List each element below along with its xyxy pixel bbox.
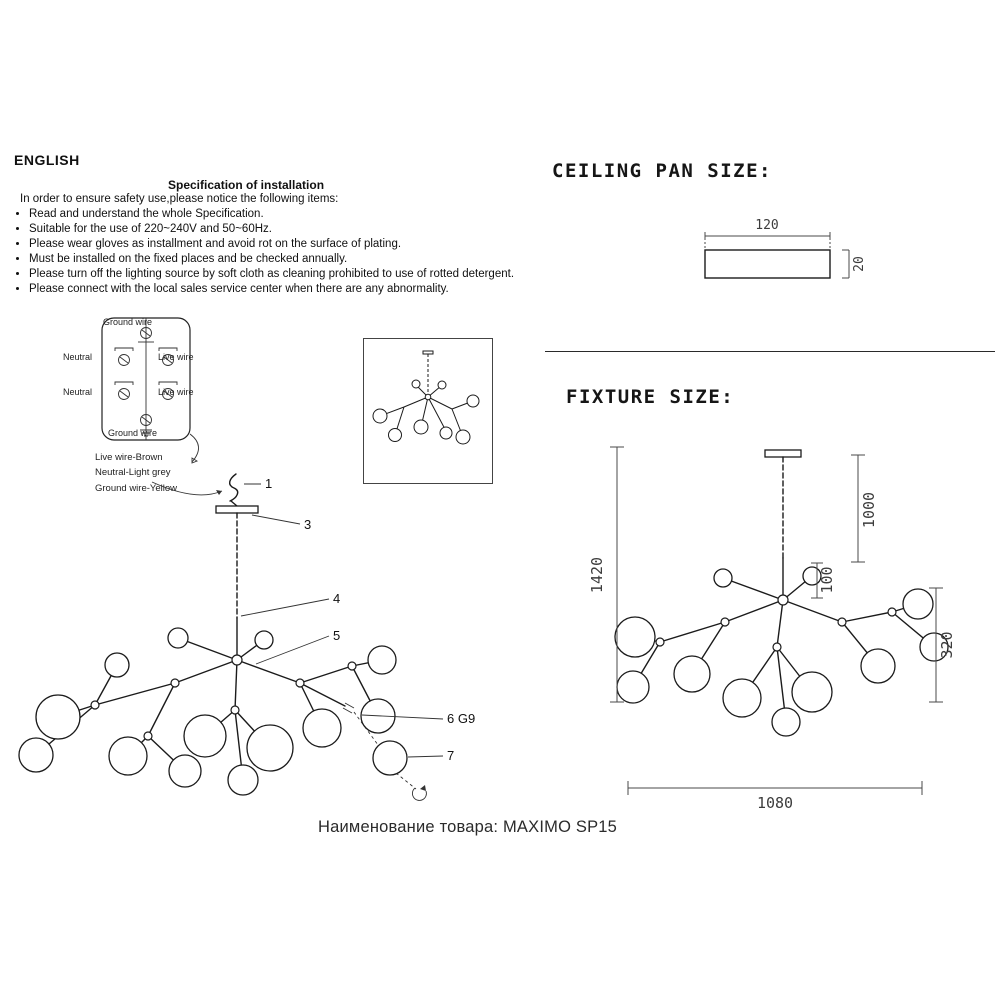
spec-list: Read and understand the whole Specificat… [14, 207, 569, 297]
fixture-dimension-drawing: 1420 1000 100 320 1080 [588, 446, 956, 812]
wire-color-live-label: Live wire-Brown [95, 452, 163, 463]
ceiling-pan-height-label: 20 [852, 256, 867, 272]
fixture-canopy [764, 449, 802, 458]
thumbnail-chandelier [372, 350, 480, 445]
ceiling-pan-width-label: 120 [755, 218, 778, 233]
replacement-bulb [372, 740, 408, 776]
chain-length-label: 1000 [860, 492, 878, 528]
neutral-lower-label: Neutral [63, 387, 93, 397]
bulb-turn-path [395, 772, 417, 790]
wire-arrow [151, 481, 223, 496]
section-divider [545, 351, 995, 352]
bulb-removal-path [353, 711, 382, 750]
body-height-label: 320 [938, 631, 956, 658]
callout-1: 1 [265, 476, 272, 491]
callout-4: 4 [333, 591, 340, 606]
fixture-joints [655, 594, 897, 652]
arms [35, 637, 383, 781]
callout-6: 6 G9 [447, 711, 475, 726]
callout-7: 7 [447, 748, 454, 763]
wire-color-ground-label: Ground wire-Yellow [95, 483, 178, 494]
joints [90, 654, 357, 741]
callout-3: 3 [304, 517, 311, 532]
overall-height-dim [610, 446, 624, 703]
g9-socket [342, 702, 355, 714]
ceiling-pan-rect [704, 249, 831, 279]
callout-5: 5 [333, 628, 340, 643]
thumbnail-bulbs [372, 379, 480, 445]
ceiling-pan-drawing: 120 20 [704, 218, 867, 279]
terminal-symbols [114, 327, 178, 437]
rotate-arrowhead [420, 785, 426, 791]
legend-pointer-arrowhead [191, 457, 199, 464]
ground-wire-bottom-label: Ground wire [108, 428, 158, 438]
spec-item: Please wear gloves as installment and av… [29, 237, 569, 251]
language-heading: ENGLISH [14, 152, 80, 168]
spec-title: Specification of installation [168, 178, 325, 192]
wire-to-canopy [230, 500, 238, 507]
rotate-arrow-icon [411, 787, 427, 801]
fixture-size-heading: FIXTURE SIZE: [566, 386, 735, 408]
fixture-bulbs [614, 566, 949, 737]
width-dim [627, 781, 923, 795]
spec-intro: In order to ensure safety use,please not… [20, 193, 339, 205]
legend-pointer-arrow [189, 433, 199, 463]
spec-item: Please turn off the lighting source by s… [29, 267, 569, 281]
thumbnail-box [363, 338, 493, 484]
wire-color-neutral-label: Neutral-Light grey [95, 467, 171, 478]
stem-label: 100 [818, 566, 836, 593]
live-wire-lower-label: Live wire [158, 387, 194, 397]
ceiling-pan-height-bracket [842, 249, 850, 279]
thumbnail-canopy [422, 350, 434, 355]
ground-wire-top-label: Ground wire [103, 317, 153, 327]
spec-item: Must be installed on the fixed places an… [29, 252, 569, 266]
stem-dim [811, 562, 823, 599]
body-height-dim [929, 587, 943, 703]
parts-diagram: 1 3 4 5 6 G9 7 [18, 473, 475, 801]
live-wire-upper-label: Live wire [158, 352, 194, 362]
chain-length-dim [851, 454, 865, 563]
wire-arrowhead [216, 490, 222, 495]
ceiling-pan-width-dim [704, 232, 831, 250]
terminal-block-diagram [101, 317, 199, 464]
width-label: 1080 [757, 794, 793, 812]
spec-item: Suitable for the use of 220~240V and 50~… [29, 222, 569, 236]
overall-height-label: 1420 [588, 557, 606, 593]
callout-leaders [240, 483, 444, 758]
canopy [215, 505, 259, 514]
supply-wire [229, 473, 239, 502]
ceiling-pan-size-heading: CEILING PAN SIZE: [552, 160, 772, 182]
product-name: Наименование товара: MAXIMO SP15 [318, 818, 618, 836]
neutral-upper-label: Neutral [63, 352, 93, 362]
spec-item: Read and understand the whole Specificat… [29, 207, 569, 221]
spec-item: Please connect with the local sales serv… [29, 282, 569, 296]
